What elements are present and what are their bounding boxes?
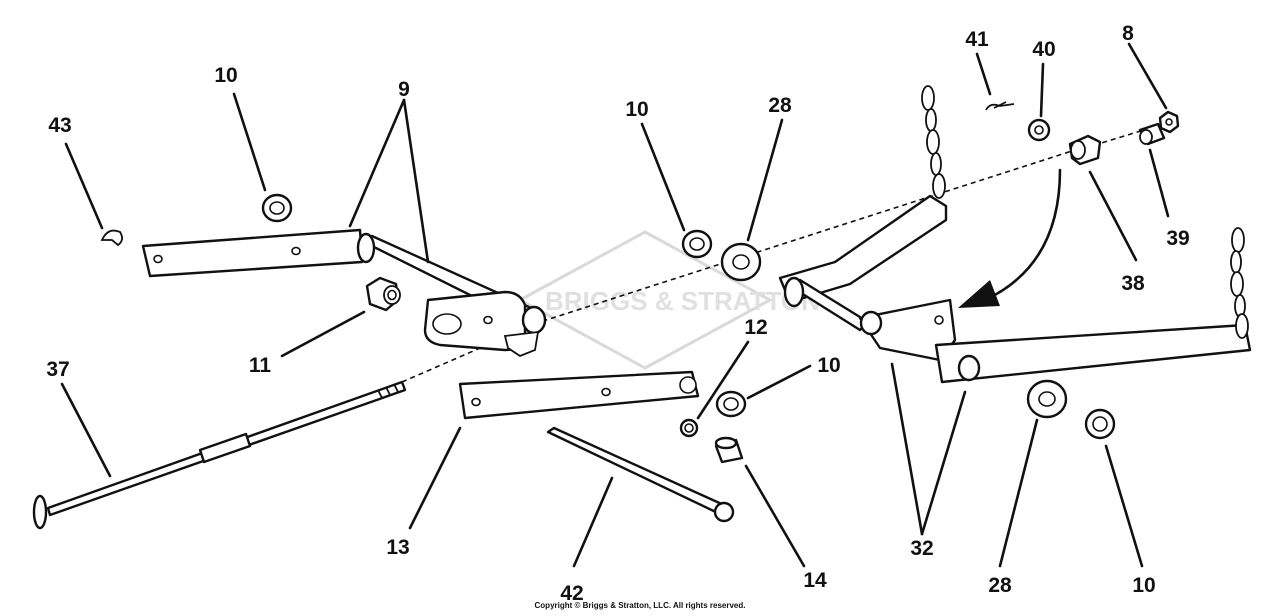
part-number-labels: 10 9 43 11 37 10 28 12 10 13 42 14 41 40… [46, 22, 1189, 605]
nut-part-8 [1158, 110, 1180, 134]
pin-rod-part-42 [546, 426, 735, 523]
lift-arm-assembly-part-32 [778, 85, 1252, 384]
part-label-37: 37 [46, 358, 69, 381]
part-label-38: 38 [1121, 272, 1145, 295]
washer-part-12 [679, 418, 699, 438]
washer-part-10-d [1084, 408, 1116, 440]
part-label-10: 10 [1132, 574, 1155, 597]
clip-part-43 [100, 229, 123, 247]
part-label-41: 41 [965, 28, 989, 51]
part-label-42: 42 [560, 582, 583, 605]
brand-watermark: BRIGGS & STRATTON [516, 230, 820, 370]
leader-lines [60, 42, 1170, 568]
part-label-32: 32 [910, 537, 933, 560]
part-label-40: 40 [1032, 38, 1055, 61]
washer-part-10-b [681, 229, 713, 259]
part-label-14: 14 [803, 569, 827, 592]
washer-part-10-c [715, 390, 747, 418]
nut-part-11 [365, 276, 401, 312]
part-label-39: 39 [1166, 227, 1189, 250]
washer-part-28-a [720, 242, 762, 282]
part-label-28: 28 [988, 574, 1012, 597]
trunnion-part-38 [1068, 134, 1102, 166]
spacer-part-39 [1138, 122, 1166, 146]
washer-part-10-a [261, 193, 293, 223]
part-label-9: 9 [398, 78, 410, 101]
part-label-11: 11 [249, 354, 272, 377]
part-label-10: 10 [625, 98, 648, 121]
part-label-28: 28 [768, 94, 792, 117]
part-label-43: 43 [48, 114, 71, 137]
link-bar-part-13 [458, 370, 700, 420]
part-label-8: 8 [1122, 22, 1134, 45]
threaded-rod-part-37 [32, 380, 407, 530]
lift-arm-assembly-part-9 [141, 228, 547, 358]
washer-part-28-b [1026, 379, 1068, 419]
copyright-notice: Copyright © Briggs & Stratton, LLC. All … [534, 601, 746, 610]
part-label-10: 10 [817, 354, 840, 377]
part-label-10: 10 [214, 64, 237, 87]
assembly-direction-arrow [958, 168, 1062, 308]
part-label-13: 13 [386, 536, 409, 559]
watermark-text: BRIGGS & STRATTON [545, 286, 820, 316]
part-label-12: 12 [744, 316, 767, 339]
alignment-line-rod [401, 149, 1076, 383]
cotter-pin-part-41 [985, 101, 1015, 111]
washer-part-40 [1027, 118, 1051, 142]
bolt-part-14 [714, 436, 744, 464]
